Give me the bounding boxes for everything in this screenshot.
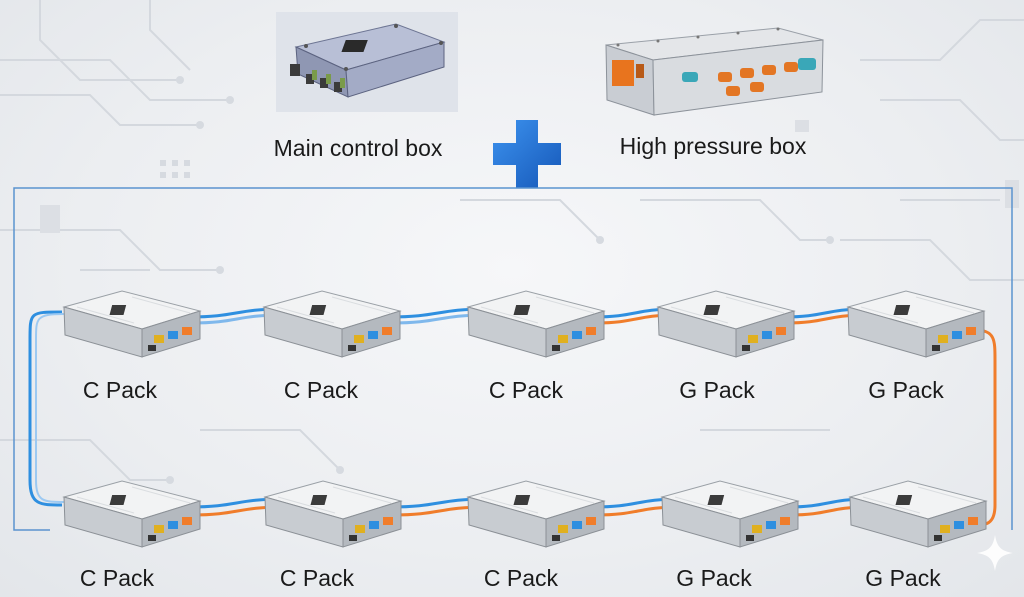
main-control-box-image — [276, 12, 458, 112]
top-pack-label-5: G Pack — [868, 377, 944, 403]
main-control-box-label: Main control box — [273, 135, 443, 161]
top-battery-pack-5 — [846, 287, 986, 362]
top-battery-pack-4 — [656, 287, 796, 362]
bottom-pack-label-4: G Pack — [676, 565, 752, 591]
high-pressure-box-image — [605, 27, 824, 116]
bottom-pack-label-1: C Pack — [79, 565, 155, 591]
top-pack-label-2: C Pack — [283, 377, 359, 403]
sparkle-icon — [977, 535, 1013, 571]
connection-bracket-right — [512, 187, 1013, 530]
high-pressure-box-label: High pressure box — [619, 133, 807, 159]
bottom-pack-label-5: G Pack — [865, 565, 941, 591]
bottom-pack-label-3: C Pack — [483, 565, 559, 591]
top-pack-label-4: G Pack — [679, 377, 755, 403]
left-loop-cable — [28, 310, 63, 507]
connection-bracket — [13, 187, 512, 531]
bottom-battery-pack-2 — [263, 477, 403, 552]
top-battery-pack-1 — [62, 287, 202, 362]
top-pack-label-1: C Pack — [82, 377, 158, 403]
plus-icon — [493, 120, 561, 188]
bottom-pack-label-2: C Pack — [279, 565, 355, 591]
bottom-battery-pack-4 — [660, 477, 800, 552]
bottom-battery-pack-5 — [848, 477, 988, 552]
bottom-battery-pack-3 — [466, 477, 606, 552]
top-pack-label-3: C Pack — [488, 377, 564, 403]
top-battery-pack-3 — [466, 287, 606, 362]
top-battery-pack-2 — [262, 287, 402, 362]
bottom-battery-pack-1 — [62, 477, 202, 552]
